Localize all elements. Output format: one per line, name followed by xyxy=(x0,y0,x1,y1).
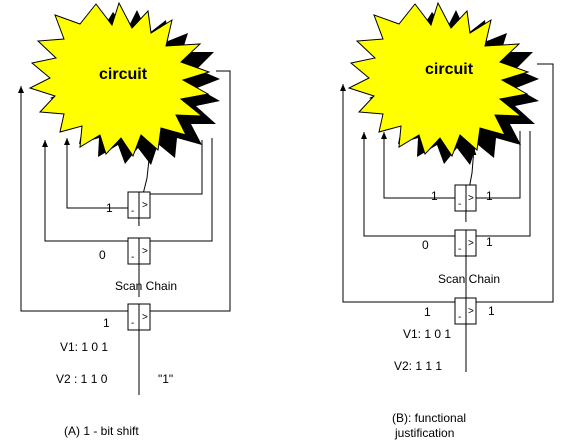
left-ff3-reset-mark: - xyxy=(131,318,134,329)
left-v1-label: V1: 1 0 1 xyxy=(60,340,108,354)
right-scan-chain-label: Scan Chain xyxy=(438,272,500,286)
right-ff3-clock-mark: > xyxy=(468,306,474,317)
left-ff3-bit: 1 xyxy=(103,316,110,330)
right-ff1-left-bit: 1 xyxy=(431,189,438,203)
left-loop-mid-right xyxy=(150,138,213,242)
right-loop-mid-right xyxy=(476,131,531,237)
right-ff3-left-bit: 1 xyxy=(424,305,431,319)
right-loop-top-right xyxy=(476,131,521,199)
left-circuit-label: circuit xyxy=(99,66,148,83)
left-loop-bot-right xyxy=(150,70,231,312)
left-loop-top-path xyxy=(64,138,128,209)
ff-markings: - > - > - > - > - > - > xyxy=(131,193,474,329)
left-ff1-clock-mark: > xyxy=(142,200,148,211)
right-circuit-label: circuit xyxy=(425,61,474,78)
right-circuit-burst xyxy=(347,1,530,158)
right-ff2-reset-mark: - xyxy=(458,244,461,255)
right-ff2-clock-mark: > xyxy=(468,238,474,249)
left-circuit-burst xyxy=(28,1,211,158)
right-ff1-clock-mark: > xyxy=(468,193,474,204)
left-scan-chain-label: Scan Chain xyxy=(115,279,177,293)
right-ff2-right-bit: 1 xyxy=(486,235,493,249)
left-ff2-reset-mark: - xyxy=(131,252,134,263)
left-loop-mid-path xyxy=(42,140,128,242)
left-loop-bot-path xyxy=(18,86,128,312)
right-ff1-right-bit: 1 xyxy=(486,189,493,203)
right-ff2-left-bit: 0 xyxy=(422,238,429,252)
right-loop-bot-right xyxy=(476,63,554,303)
right-ff1-reset-mark: - xyxy=(458,199,461,210)
right-diagram: circuit 1 0 1 1 1 1 Scan Chain V1: 1 0 1… xyxy=(340,1,554,440)
right-caption-line1: (B): functional xyxy=(392,411,466,425)
left-ff2-clock-mark: > xyxy=(142,246,148,257)
left-ff2-bit: 0 xyxy=(99,248,106,262)
left-caption: (A) 1 - bit shift xyxy=(64,424,139,438)
right-loop-bot-path xyxy=(340,84,455,303)
right-loop-mid-path xyxy=(361,132,455,237)
right-caption-line2: justification xyxy=(394,426,454,440)
left-ff3-clock-mark: > xyxy=(142,312,148,323)
right-v2-label: V2: 1 1 1 xyxy=(394,359,442,373)
left-ff1-bit: 1 xyxy=(106,201,113,215)
right-ff3-right-bit: 1 xyxy=(488,304,495,318)
right-loop-top-path xyxy=(381,132,455,199)
left-v2-label: V2 : 1 1 0 xyxy=(56,372,108,386)
right-ff3-reset-mark: - xyxy=(458,312,461,323)
left-ff1-reset-mark: - xyxy=(131,206,134,217)
left-v2-extra: "1" xyxy=(158,372,173,386)
right-v1-label: V1: 1 0 1 xyxy=(403,327,451,341)
left-loop-top-right xyxy=(150,140,203,195)
left-diagram: circuit 1 0 1 Scan Chain V1: 1 0 1 V2 : … xyxy=(18,1,231,438)
